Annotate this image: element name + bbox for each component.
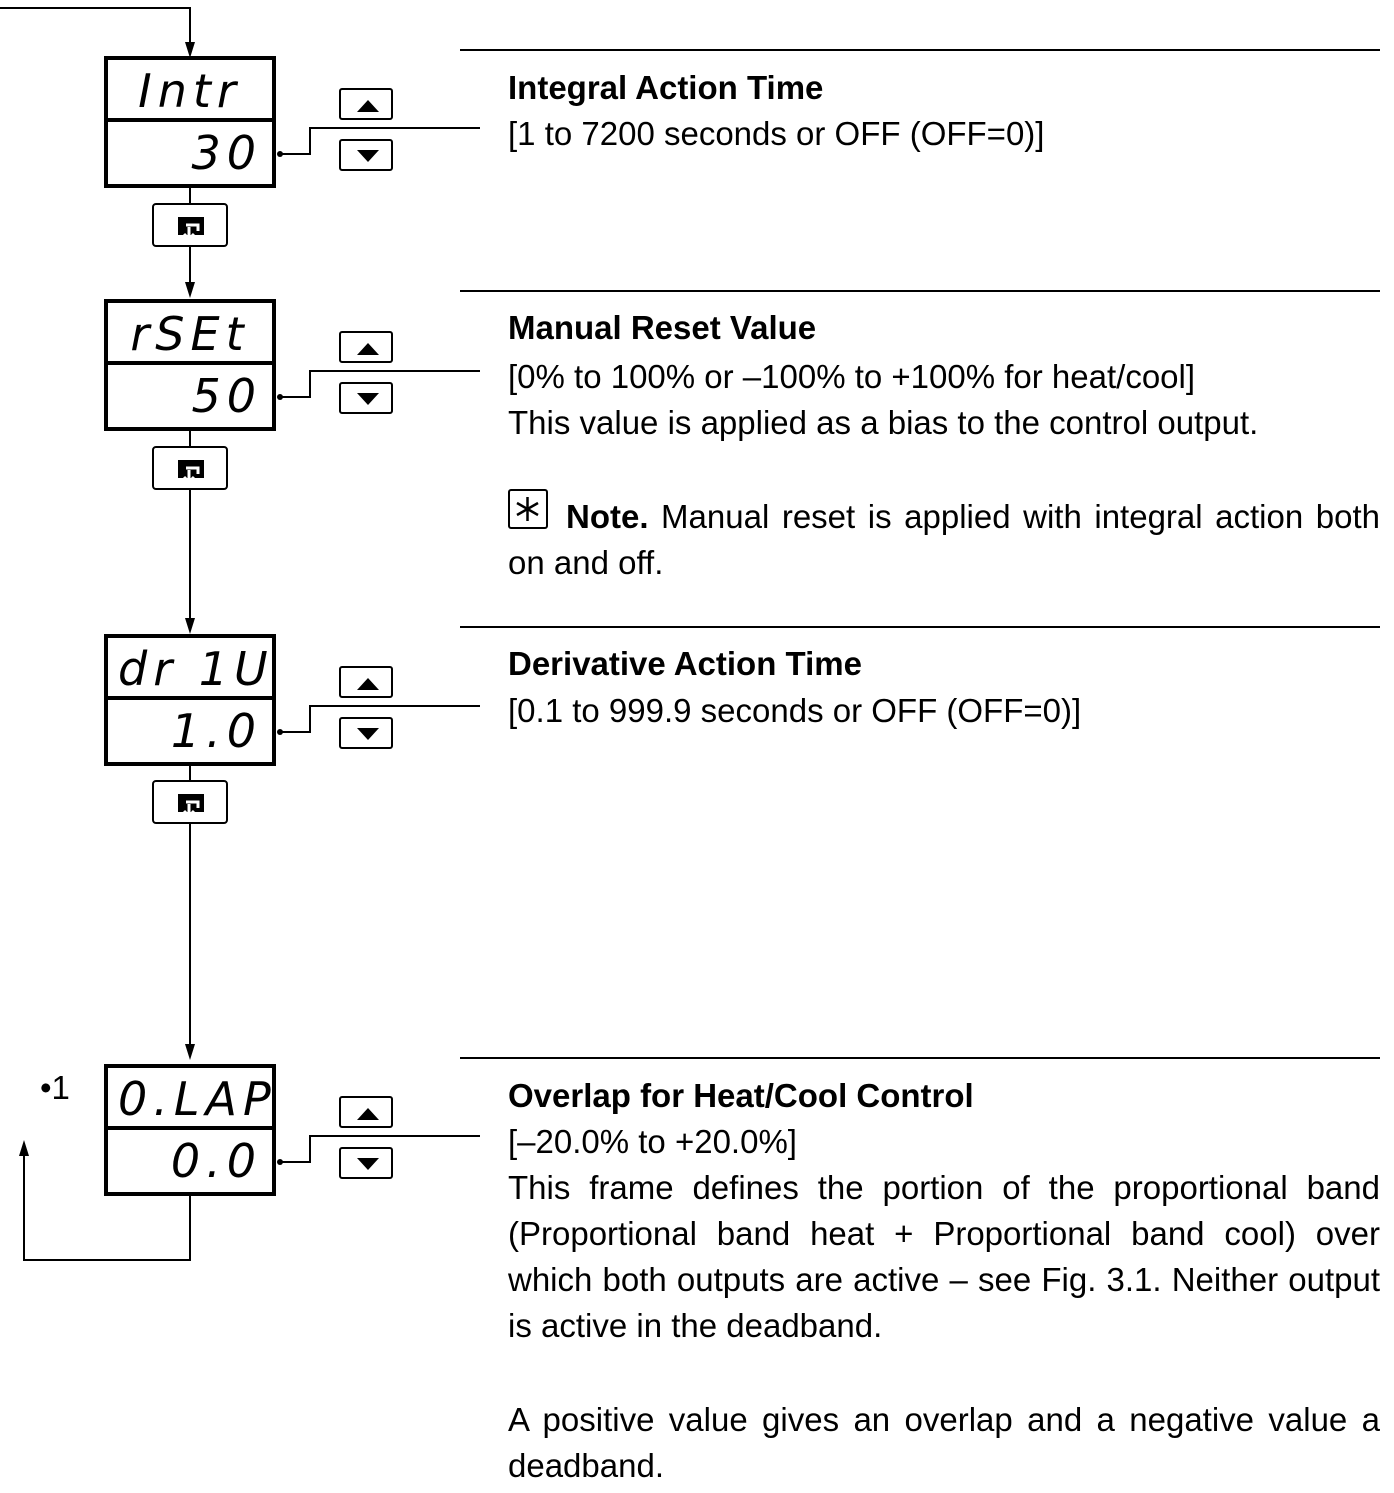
display-intr: Intr 30	[104, 56, 276, 188]
display-rset: rSEt 50	[104, 299, 276, 431]
lower-button[interactable]	[339, 717, 393, 749]
up-arrow-key-icon	[357, 1108, 379, 1120]
flow-arrowhead	[185, 282, 195, 298]
note-paragraph: Note. Manual reset is applied with integ…	[508, 494, 1380, 586]
flow-arrowhead	[185, 42, 195, 58]
advance-button[interactable]	[152, 780, 228, 824]
raise-button[interactable]	[339, 88, 393, 120]
parameter-description: This value is applied as a bias to the c…	[508, 404, 1259, 441]
note-label: Note.	[566, 498, 649, 535]
section-title: Overlap for Heat/Cool Control	[508, 1077, 974, 1114]
flow-arrowhead	[19, 1140, 29, 1156]
flow-arrowhead	[185, 618, 195, 634]
parameter-range: [–20.0% to +20.0%]	[508, 1123, 797, 1160]
enter-key-icon	[178, 794, 204, 820]
raise-button[interactable]	[339, 666, 393, 698]
flow-arrowhead	[185, 1044, 195, 1060]
display-driv: dr 1U 1.0	[104, 634, 276, 766]
advance-button[interactable]	[152, 203, 228, 247]
note-text: Manual reset is applied with integral ac…	[508, 498, 1380, 581]
parameter-range: [0% to 100% or –100% to +100% for heat/c…	[508, 358, 1196, 395]
display-parameter: Intr	[108, 60, 272, 122]
display-olap: 0.LAP 0.0	[104, 1064, 276, 1196]
display-value: 50	[191, 369, 262, 423]
parameter-description-2: A positive value gives an overlap and a …	[508, 1401, 1380, 1484]
display-value: 0.0	[170, 1134, 262, 1188]
up-arrow-key-icon	[357, 678, 379, 690]
section-title: Integral Action Time	[508, 69, 824, 106]
flow-line-entry	[0, 7, 191, 54]
display-value: 1.0	[170, 704, 262, 758]
advance-button[interactable]	[152, 446, 228, 490]
display-parameter: dr 1U	[108, 638, 272, 700]
lower-button[interactable]	[339, 1147, 393, 1179]
section-rule	[460, 49, 1380, 51]
lower-button[interactable]	[339, 382, 393, 414]
display-value: 30	[191, 126, 262, 180]
down-arrow-key-icon	[357, 728, 379, 740]
section-title: Derivative Action Time	[508, 645, 862, 682]
raise-button[interactable]	[339, 1096, 393, 1128]
down-arrow-key-icon	[357, 150, 379, 162]
flow-line-return	[23, 1156, 191, 1261]
footnote-marker: •1	[40, 1069, 70, 1106]
leader-line	[280, 127, 480, 155]
leader-line	[280, 705, 480, 733]
section-title: Manual Reset Value	[508, 309, 817, 346]
raise-button[interactable]	[339, 331, 393, 363]
down-arrow-key-icon	[357, 393, 379, 405]
enter-key-icon	[178, 217, 204, 243]
leader-line	[280, 370, 480, 398]
display-parameter: rSEt	[108, 303, 272, 365]
down-arrow-key-icon	[357, 1158, 379, 1170]
lower-button[interactable]	[339, 139, 393, 171]
parameter-range: [0.1 to 999.9 seconds or OFF (OFF=0)]	[508, 692, 1082, 729]
parameter-range: [1 to 7200 seconds or OFF (OFF=0)]	[508, 115, 1045, 152]
up-arrow-key-icon	[357, 343, 379, 355]
up-arrow-key-icon	[357, 100, 379, 112]
enter-key-icon	[178, 460, 204, 486]
section-rule	[460, 290, 1380, 292]
section-rule	[460, 626, 1380, 628]
asterisk-icon	[508, 489, 548, 529]
parameter-description: This frame defines the portion of the pr…	[508, 1169, 1380, 1344]
leader-line	[280, 1135, 480, 1163]
display-parameter: 0.LAP	[108, 1068, 272, 1130]
section-rule	[460, 1057, 1380, 1059]
